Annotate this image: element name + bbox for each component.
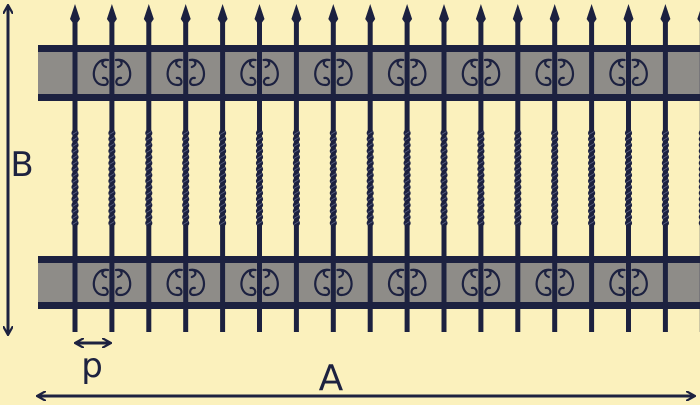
twisted-section: [219, 129, 227, 227]
spear-tip: [291, 4, 302, 26]
twisted-section: [292, 129, 300, 227]
scroll-ornament: [535, 268, 574, 297]
picket: [365, 4, 376, 332]
spear-tip: [660, 4, 671, 26]
twisted-section: [255, 129, 264, 227]
twisted-section: [477, 129, 485, 227]
spear-tip: [439, 4, 449, 26]
picket: [586, 4, 597, 332]
scroll-ornament: [388, 268, 427, 297]
scroll-ornaments: [92, 58, 648, 297]
pitch-label: p: [81, 346, 103, 386]
picket: [328, 4, 339, 332]
picket: [660, 4, 671, 332]
picket: [217, 4, 228, 332]
spear-tip: [549, 4, 560, 26]
pickets: [70, 4, 700, 332]
picket: [402, 4, 413, 332]
twisted-section: [182, 129, 190, 227]
picket: [70, 4, 80, 332]
twisted-section: [71, 129, 79, 227]
height-label: B: [10, 145, 33, 185]
picket: [291, 4, 302, 332]
twisted-section: [403, 129, 411, 227]
spear-tip: [586, 4, 597, 26]
twisted-section: [661, 129, 670, 227]
scroll-ornament: [166, 58, 205, 87]
scroll-ornament: [314, 58, 353, 87]
twisted-section: [551, 129, 559, 227]
picket: [623, 4, 634, 332]
twisted-section: [108, 129, 116, 227]
spear-tip: [623, 4, 634, 26]
twisted-section: [624, 129, 633, 227]
width-label: A: [319, 358, 344, 399]
spear-tip: [475, 4, 486, 26]
scroll-ornament: [535, 58, 574, 87]
spear-tip: [254, 4, 265, 26]
picket: [475, 4, 486, 332]
scroll-ornament: [240, 268, 279, 297]
spear-tip: [106, 4, 117, 26]
spear-tip: [217, 4, 228, 26]
twisted-section: [588, 129, 596, 227]
spear-tip: [328, 4, 339, 26]
scroll-ornament: [166, 268, 205, 297]
picket: [254, 4, 265, 332]
picket: [180, 4, 191, 332]
spear-tip: [70, 4, 80, 26]
picket: [549, 4, 560, 332]
spear-tip: [143, 4, 154, 26]
twisted-section: [329, 129, 337, 227]
dimension-annotations: B A p: [8, 6, 694, 399]
scroll-ornament: [388, 58, 427, 87]
picket: [106, 4, 117, 332]
twisted-section: [440, 129, 448, 227]
picket: [512, 4, 523, 332]
spear-tip: [697, 10, 700, 23]
scroll-ornament: [92, 58, 132, 87]
spear-tip: [402, 4, 413, 26]
twisted-section: [366, 129, 374, 227]
scroll-ornament: [609, 58, 648, 87]
scroll-ornament: [314, 268, 353, 297]
twisted-section: [514, 129, 522, 227]
scroll-ornament: [461, 268, 501, 297]
scroll-ornament: [92, 268, 132, 297]
picket: [143, 4, 154, 332]
spear-tip: [365, 4, 376, 26]
scroll-ornament: [609, 268, 648, 297]
spear-tip: [180, 4, 191, 26]
scroll-ornament: [240, 58, 279, 87]
scroll-ornament: [461, 58, 501, 87]
picket: [439, 4, 449, 332]
spear-tip: [512, 4, 523, 26]
twisted-section: [145, 129, 153, 227]
